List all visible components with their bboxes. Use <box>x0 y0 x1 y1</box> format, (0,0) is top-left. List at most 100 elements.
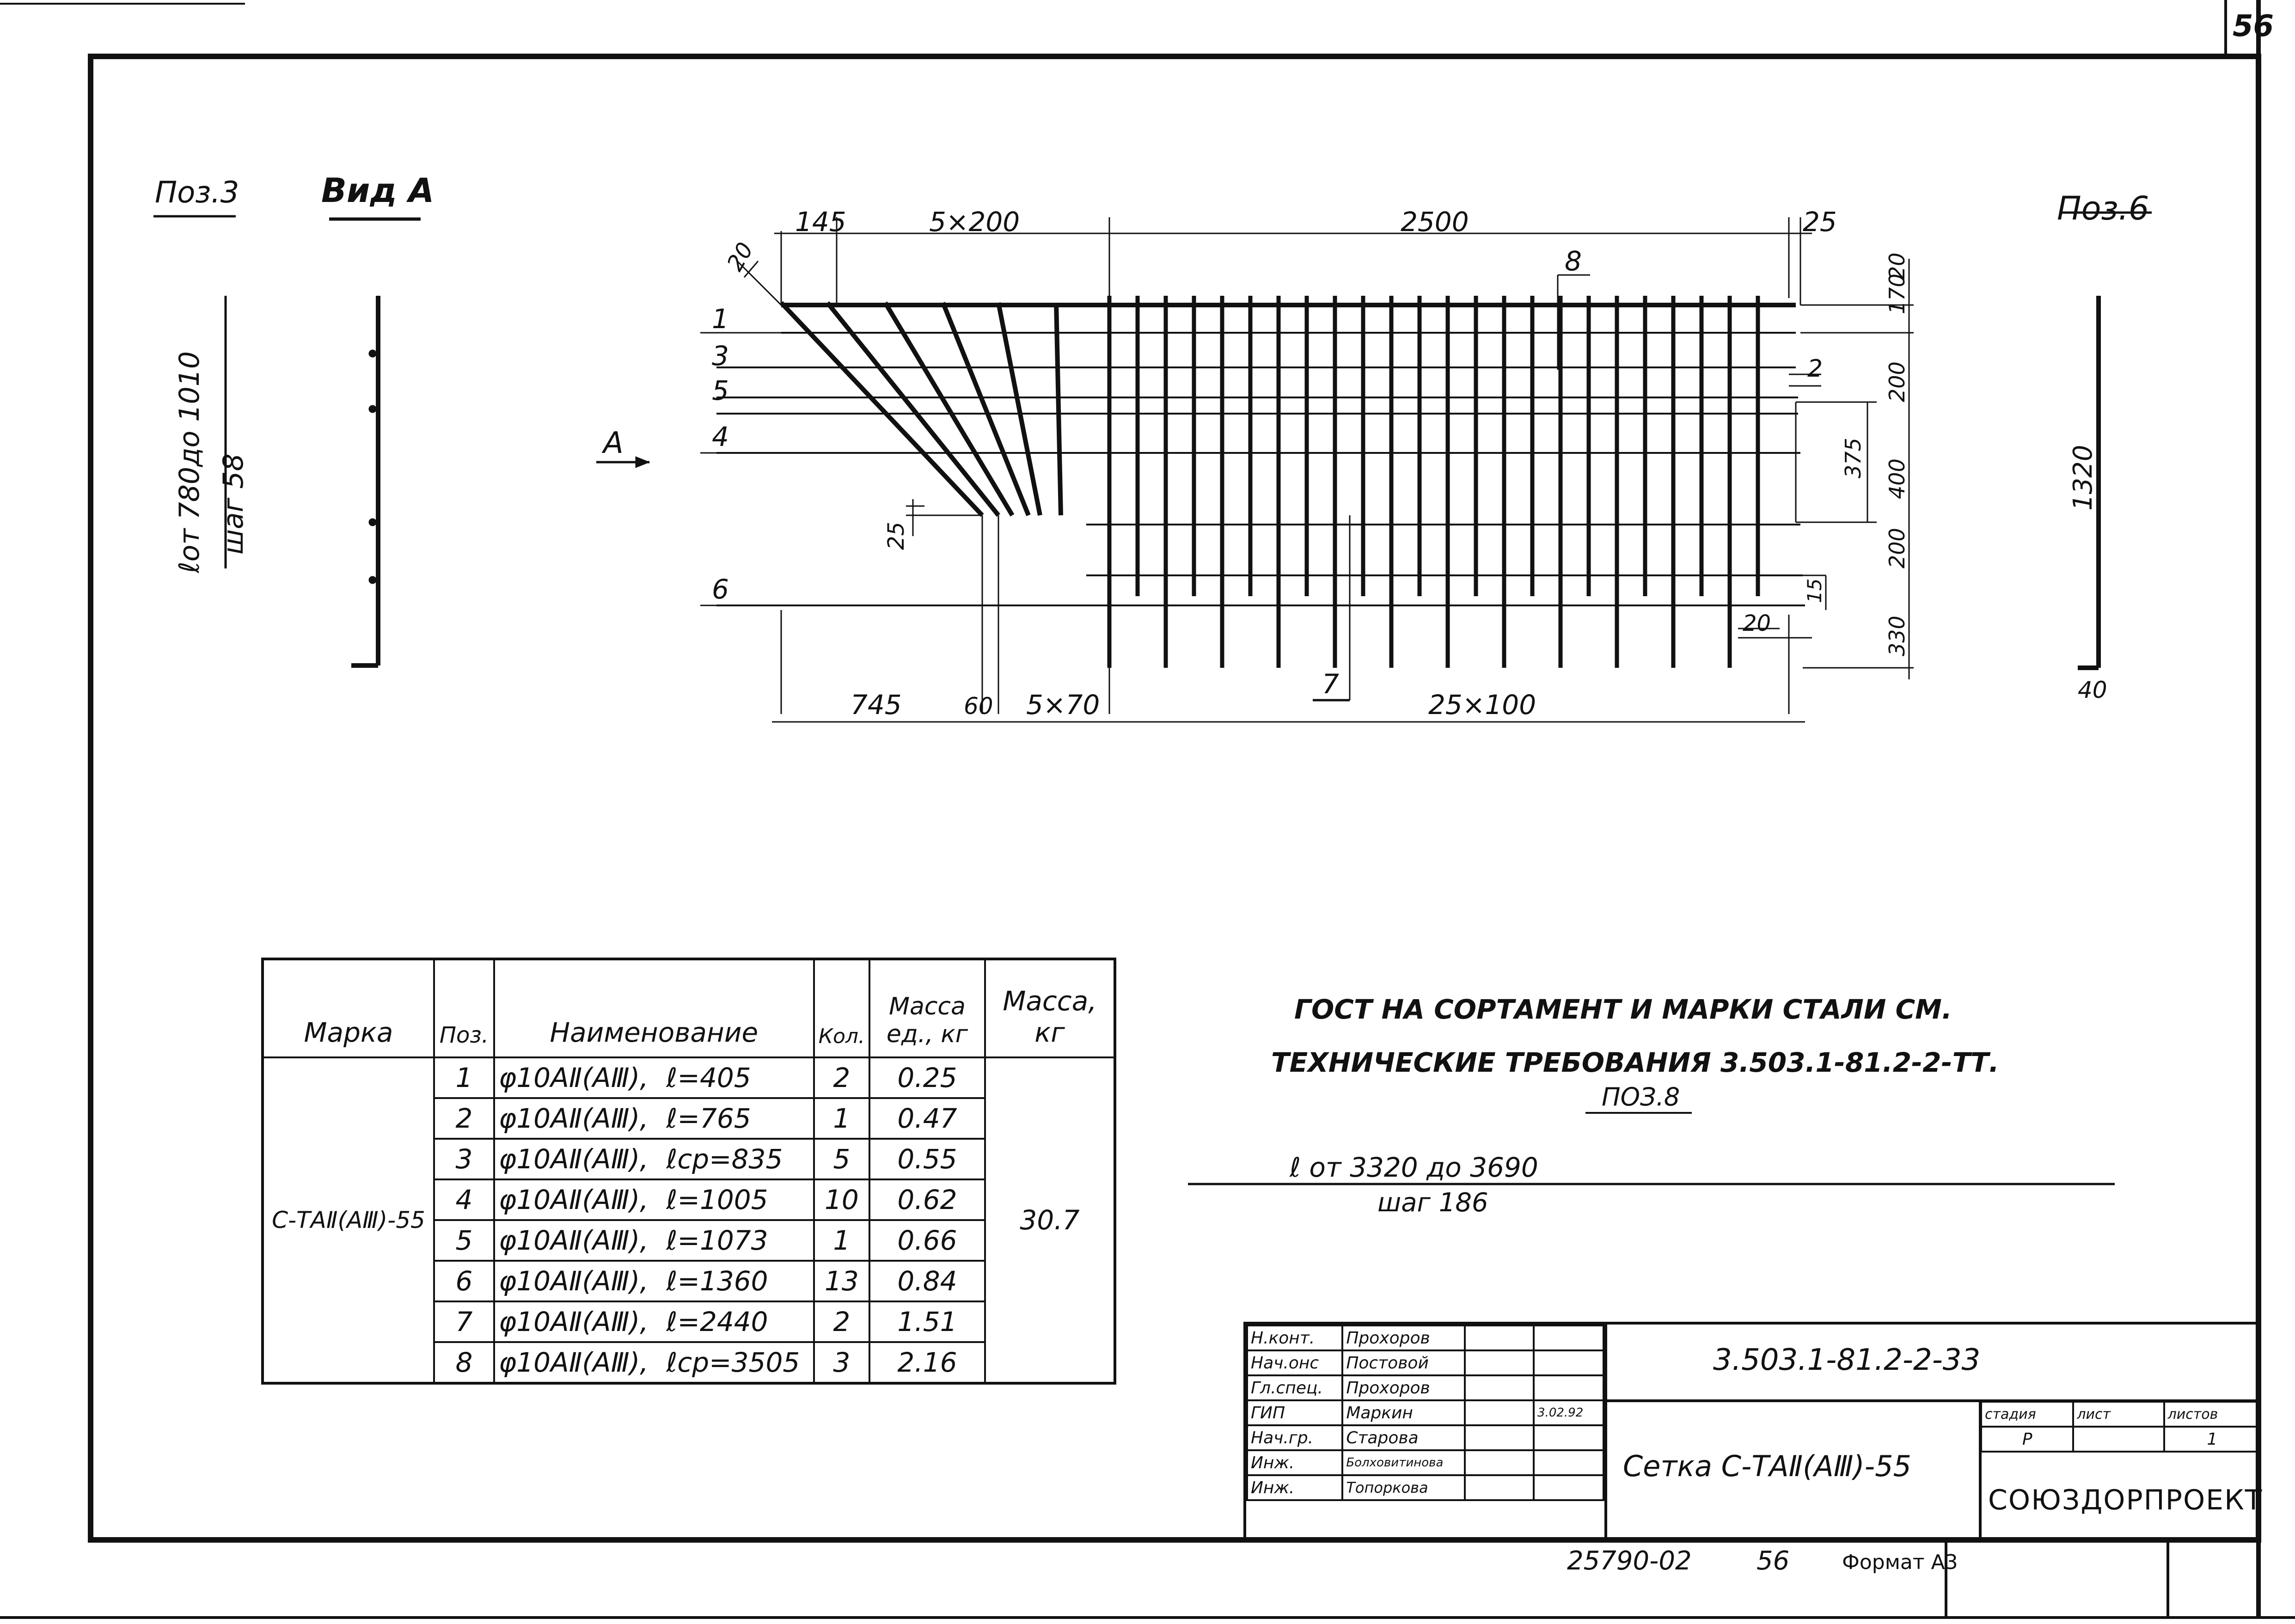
dim-top-25: 25 <box>1803 206 1837 238</box>
pos6-base-dim: 40 <box>2078 677 2107 703</box>
dim-top-5x200: 5×200 <box>929 206 1020 238</box>
staff-row: Гл.спец. Прохоров <box>1246 1374 1604 1401</box>
note-gost: ГОСТ НА СОРТАМЕНТ И МАРКИ СТАЛИ СМ. <box>1294 994 1952 1025</box>
staff-row: Нач.гр. Старова <box>1246 1424 1604 1451</box>
dim-right-15: 15 <box>1803 579 1826 603</box>
staff-date <box>1533 1474 1604 1501</box>
row-mass: 0.55 <box>869 1138 986 1180</box>
row-name: φ10АⅡ(АⅢ), <box>493 1138 663 1180</box>
dim-bottom-5x70: 5×70 <box>1026 689 1100 720</box>
sheet-corner-number: 56 <box>2233 9 2274 43</box>
row-pos: 6 <box>433 1260 495 1302</box>
row-length: ℓ=765 <box>662 1097 815 1140</box>
table-row: 2 φ10АⅡ(АⅢ), ℓ=765 1 0.47 <box>263 1097 1115 1140</box>
dim-right-200b: 200 <box>1885 528 1909 568</box>
row-qty: 1 <box>813 1097 871 1140</box>
stage-header: стадия <box>1980 1401 2075 1428</box>
staff-date: 3.02.92 <box>1533 1399 1604 1426</box>
row-name: φ10АⅡ(АⅢ), <box>493 1300 663 1343</box>
staff-role: Инж. <box>1246 1474 1344 1501</box>
table-row: 7 φ10АⅡ(АⅢ), ℓ=2440 2 1.51 <box>263 1300 1115 1343</box>
bottom-page: 56 <box>1756 1546 1790 1576</box>
stage-divider-v <box>1979 1399 1982 1543</box>
row-name: φ10АⅡ(АⅢ), <box>493 1260 663 1302</box>
dim-inner-2: 2 <box>1807 355 1823 383</box>
row-mass: 0.47 <box>869 1097 986 1140</box>
note-pos8-length: ℓ от 3320 до 3690 <box>1290 1152 1538 1183</box>
row-name: φ10АⅡ(АⅢ), <box>493 1178 663 1221</box>
dim-right-375: 375 <box>1841 438 1866 478</box>
row-mass: 0.62 <box>869 1178 986 1221</box>
view-a-label: Вид А <box>321 171 435 210</box>
mesh-plan <box>596 217 1914 723</box>
row-name: φ10АⅡ(АⅢ), <box>493 1097 663 1140</box>
side-view-a <box>153 215 421 668</box>
pos6-label: Поз.6 <box>2057 189 2149 227</box>
row-qty: 3 <box>813 1341 871 1384</box>
spec-header-row: Марка Поз. Наименование Кол. Масса ед., … <box>262 958 1116 1058</box>
dim-top-2500: 2500 <box>1401 206 1469 238</box>
stage-header-row: стадия лист листов <box>1980 1401 2262 1428</box>
staff-role: Нач.гр. <box>1246 1424 1344 1451</box>
row-mass: 2.16 <box>869 1341 986 1384</box>
staff-name: Прохоров <box>1341 1325 1466 1351</box>
dim-corner-20: 20 <box>722 238 759 275</box>
row-pos: 8 <box>433 1341 495 1384</box>
staff-date <box>1533 1349 1604 1376</box>
row-length: ℓ=1073 <box>662 1219 815 1262</box>
spec-total-mass: 30.7 <box>984 1056 1116 1384</box>
title-divider-v <box>1604 1325 1607 1543</box>
row-pos: 1 <box>433 1056 495 1099</box>
staff-row: ГИП Маркин 3.02.92 <box>1246 1399 1604 1426</box>
staff-signature <box>1464 1374 1535 1401</box>
row-qty: 10 <box>813 1178 871 1221</box>
sheets-value: 1 <box>2163 1426 2262 1453</box>
stage-value-row: Р 1 <box>1980 1426 2262 1453</box>
callout-8: 8 <box>1565 245 1582 277</box>
view-arrow-label: А <box>601 426 624 460</box>
staff-date <box>1533 1374 1604 1401</box>
sheets-header: листов <box>2163 1401 2262 1428</box>
table-row: 6 φ10АⅡ(АⅢ), ℓ=1360 13 0.84 <box>263 1260 1115 1302</box>
table-row: С-ТАⅡ(АⅢ)-55 1 φ10АⅡ(АⅢ), ℓ=405 2 0.25 3… <box>262 1056 1116 1384</box>
header-pos: Поз. <box>433 958 495 1058</box>
sheet-value <box>2072 1426 2165 1453</box>
staff-date <box>1533 1449 1604 1476</box>
staff-signature <box>1464 1474 1535 1501</box>
row-mass: 0.25 <box>869 1056 986 1099</box>
doc-code: 3.503.1-81.2-2-33 <box>1713 1343 1981 1377</box>
staff-row: Инж. Болховитинова <box>1246 1449 1604 1476</box>
staff-date <box>1533 1424 1604 1451</box>
table-row: 5 φ10АⅡ(АⅢ), ℓ=1073 1 0.66 <box>263 1219 1115 1262</box>
format-label: Формат А3 <box>1842 1551 1958 1574</box>
header-total-mass: Масса, кг <box>984 958 1116 1058</box>
dim-bottom-745: 745 <box>851 689 902 720</box>
note-pos8-label: ПОЗ.8 <box>1602 1082 1680 1111</box>
row-length: ℓср=3505 <box>662 1341 815 1384</box>
pos6-height-dim: 1320 <box>2068 445 2098 511</box>
specification-table: Марка Поз. Наименование Кол. Масса ед., … <box>261 958 1116 1385</box>
pos3-length-note: ℓот 780до 1010 <box>173 351 206 574</box>
spec-mark: С-ТАⅡ(АⅢ)-55 <box>262 1056 435 1384</box>
row-name: φ10АⅡ(АⅢ), <box>493 1056 663 1099</box>
staff-role: Гл.спец. <box>1246 1374 1344 1401</box>
row-pos: 5 <box>433 1219 495 1262</box>
pos3-label: Поз.3 <box>155 176 239 210</box>
row-label-6: 6 <box>712 574 729 605</box>
organization: СОЮЗДОРПРОЕКТ <box>1988 1484 2263 1516</box>
row-pos: 4 <box>433 1178 495 1221</box>
header-qty: Кол. <box>813 958 871 1058</box>
staff-signature <box>1464 1449 1535 1476</box>
staff-signature <box>1464 1325 1535 1351</box>
dim-bottom-60: 60 <box>964 693 993 720</box>
table-row: 4 φ10АⅡ(АⅢ), ℓ=1005 10 0.62 <box>263 1178 1115 1221</box>
row-pos: 7 <box>433 1300 495 1343</box>
row-mass: 0.66 <box>869 1219 986 1262</box>
row-name: φ10АⅡ(АⅢ), <box>493 1219 663 1262</box>
staff-role: Инж. <box>1246 1449 1344 1476</box>
row-length: ℓ=1360 <box>662 1260 815 1302</box>
dim-right-20: 20 <box>1885 252 1909 280</box>
side-view-pos6 <box>2059 211 2152 670</box>
row-pos: 3 <box>433 1138 495 1180</box>
